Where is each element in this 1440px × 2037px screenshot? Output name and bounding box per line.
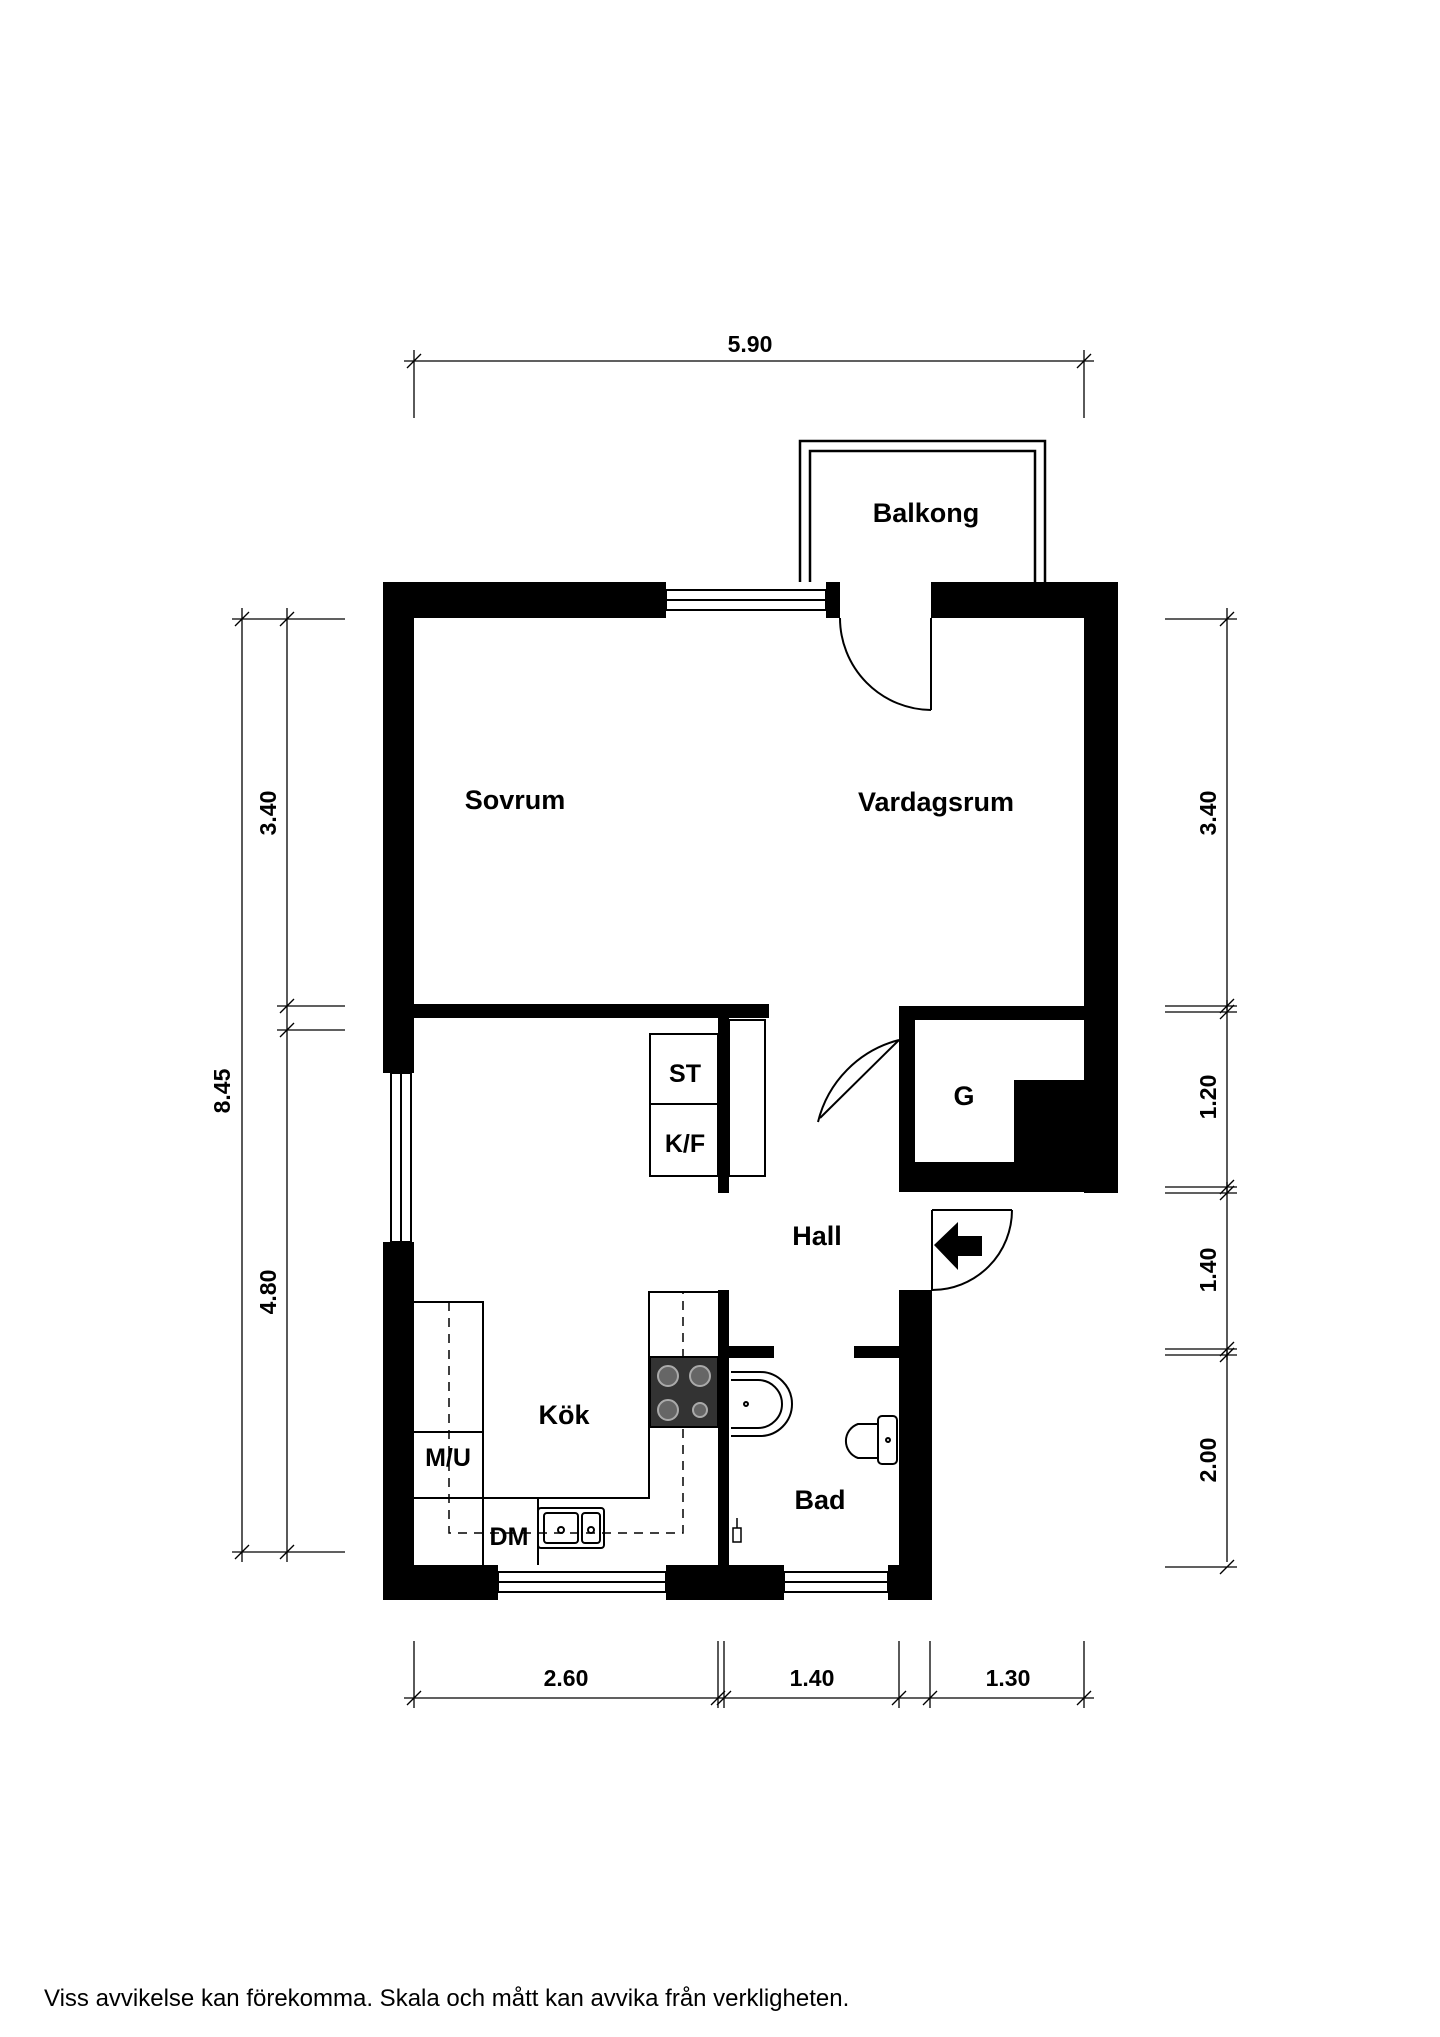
toilet-icon [844,1415,898,1465]
windows [390,589,889,1593]
fixture-label-dm: DM [490,1523,529,1551]
stove-icon [649,1356,719,1428]
dim-label-top-total: 5.90 [728,331,773,357]
room-label-vardagsrum: Vardagsrum [858,787,1014,817]
room-label-sovrum: Sovrum [465,785,566,815]
room-label-kok: Kök [538,1400,590,1430]
kitchen-wall-cabinets [448,1292,684,1534]
dimension-lines [232,350,1237,1708]
dim-label-left-total: 8.45 [209,1068,235,1113]
fixture-label-mu: M/U [425,1444,471,1472]
dim-label-bottom-2: 1.40 [790,1665,835,1691]
fixture-label-kf: K/F [665,1130,705,1158]
disclaimer-text: Viss avvikelse kan förekomma. Skala och … [44,1985,850,2012]
dim-label-right-2: 1.20 [1195,1075,1221,1120]
balcony [798,439,1047,582]
dim-label-right-4: 2.00 [1195,1438,1221,1483]
dim-label-bottom-3: 1.30 [986,1665,1031,1691]
doors [817,617,1013,1291]
dim-label-bottom-1: 2.60 [544,1665,589,1691]
fixture-label-st: ST [669,1060,701,1088]
room-label-bad: Bad [794,1485,845,1515]
kitchen-sink-icon [537,1507,605,1549]
room-label-balkong: Balkong [873,498,980,528]
room-label-hall: Hall [792,1221,842,1251]
walls [383,582,1118,1600]
dim-label-right-3: 1.40 [1195,1248,1221,1293]
dim-label-right-1: 3.40 [1195,791,1221,836]
faucet-icon [732,1518,742,1543]
dim-label-left-upper: 3.40 [255,791,281,836]
washbasin-icon [731,1371,793,1437]
wardrobes [649,1019,766,1177]
room-label-g: G [953,1081,974,1111]
entrance-arrow-icon [934,1222,982,1270]
dim-label-left-lower: 4.80 [255,1270,281,1315]
